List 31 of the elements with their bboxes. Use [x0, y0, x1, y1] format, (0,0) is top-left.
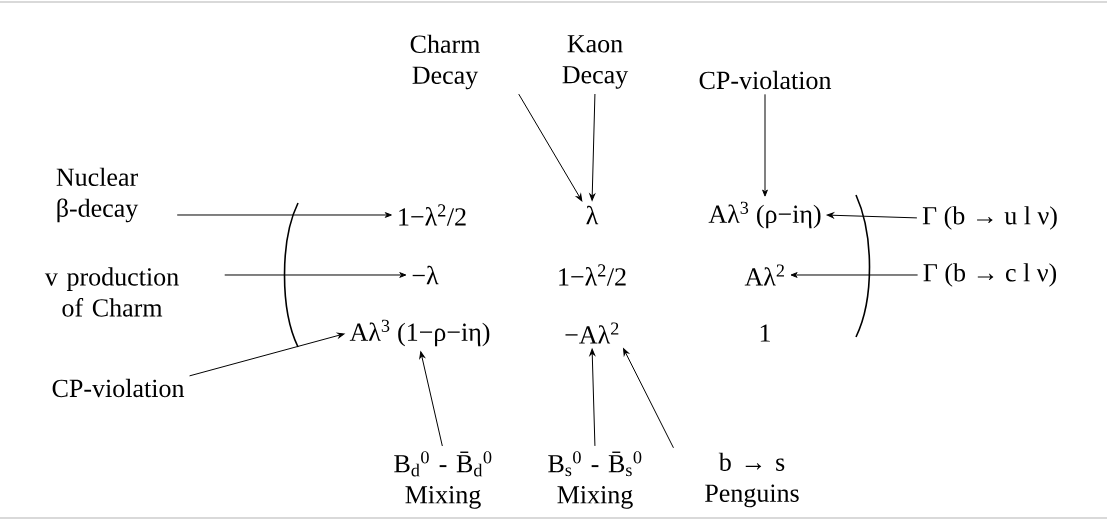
arrow [790, 272, 919, 278]
process-label: B$_{d}$$^{0}$ - B̄$_{d}$0 Mixing [394, 451, 492, 509]
matrix-element: −λ [412, 265, 439, 285]
matrix-element: λ [586, 205, 599, 225]
matrix-element: 1 [760, 324, 770, 342]
process-label: CP-violation [52, 378, 185, 398]
arrow [826, 212, 918, 219]
matrix-element: Aλ$^{3}$ (ρ−iη) [708, 201, 821, 229]
matrix-element: −Aλ$^{2}$ [565, 322, 619, 344]
arrow [419, 351, 443, 447]
arrow [224, 272, 407, 278]
matrix-element: 1−λ$^{2}$/2 [399, 204, 466, 226]
arrow [623, 348, 674, 449]
arrow [518, 93, 583, 202]
process-label: B$_{s}$$^{0}$ - B̄$_{s}$0 Mixing [548, 451, 642, 509]
matrix-element: Aλ$^{2}$ [744, 264, 784, 286]
arrow [589, 93, 596, 201]
process-label: Γ (b → c l ν) [923, 263, 1057, 287]
arrow [762, 93, 768, 197]
matrix-element: Aλ$^{3}$ (1−ρ−iη) [349, 319, 490, 347]
process-label: Charm Decay [410, 34, 480, 90]
process-label: Nuclear β-decay [56, 167, 139, 223]
process-label: CP-violation [699, 70, 832, 90]
process-label: b → s Penguins [705, 452, 799, 508]
process-label: v production of Charm [44, 267, 179, 317]
arrow [189, 332, 345, 377]
arrow [589, 348, 596, 447]
process-label: Kaon Decay [562, 35, 629, 89]
arrow [176, 212, 392, 218]
process-label: Γ (b → u l ν) [922, 206, 1057, 230]
matrix-element: 1−λ$^{2}$/2 [559, 264, 626, 286]
